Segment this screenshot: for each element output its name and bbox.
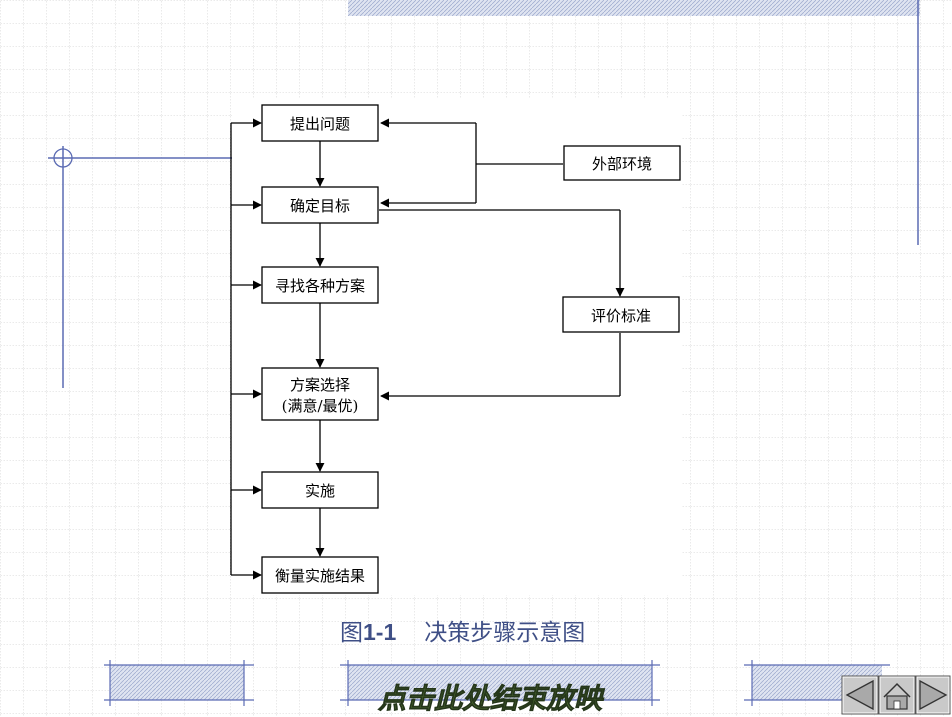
home-button[interactable] [878,675,916,715]
node-measure-results: 衡量实施结果 [261,556,379,594]
next-slide-button[interactable] [915,675,951,715]
node-external-environment: 外部环境 [563,145,681,181]
node-implement: 实施 [261,471,379,509]
node-label: 评价标准 [591,307,651,325]
node-label: 外部环境 [592,155,652,173]
node-choose-option: 方案选择 (满意/最优) [261,367,379,421]
node-label: 实施 [305,482,335,500]
node-label-line1: 方案选择 [290,376,350,394]
left-triangle-icon [845,679,874,711]
top-decor-band [348,0,920,16]
diagram-connectors [230,118,625,580]
node-propose-problem: 提出问题 [261,104,379,142]
prev-slide-button[interactable] [841,675,879,715]
node-find-options: 寻找各种方案 [261,266,379,304]
node-set-goal: 确定目标 [261,186,379,224]
node-label: 衡量实施结果 [275,567,365,585]
crosshair-decor [53,148,73,168]
end-slideshow-link[interactable]: 点击此处结束放映 [377,682,606,716]
node-label: 提出问题 [290,115,350,133]
home-icon [883,682,911,710]
node-label: 确定目标 [290,197,350,215]
node-label: 寻找各种方案 [275,277,365,295]
diagram-panel [232,98,682,595]
node-label-line2: (满意/最优) [282,397,359,415]
right-triangle-icon [919,679,948,711]
node-evaluation-criteria: 评价标准 [562,296,680,333]
